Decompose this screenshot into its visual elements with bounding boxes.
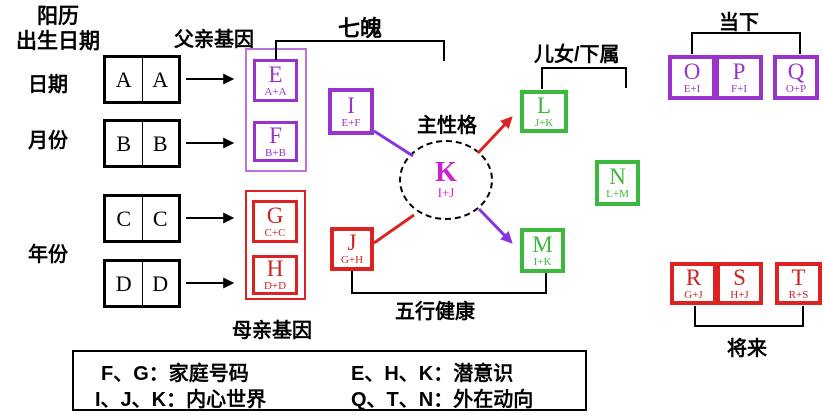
node-F: F B+B — [253, 121, 298, 162]
domino-day-cell-2: A — [141, 58, 179, 101]
node-K: K I+J — [399, 140, 493, 220]
node-F-letter: F — [269, 122, 282, 148]
label-present: 当下 — [719, 12, 759, 34]
node-T-formula: R+S — [788, 288, 809, 301]
node-G-letter: G — [266, 202, 284, 228]
label-future: 将来 — [727, 338, 767, 360]
node-E: E A+A — [253, 59, 298, 102]
arrow-k-to-m — [477, 207, 513, 244]
label-children-subordinates: 儿女/下属 — [534, 44, 620, 66]
node-O-formula: E+I — [683, 82, 701, 95]
node-M-formula: I+K — [533, 255, 552, 268]
node-O-letter: O — [683, 58, 701, 84]
domino-year-2: D D — [103, 259, 181, 308]
node-E-formula: A+A — [264, 85, 287, 98]
node-Q-letter: Q — [787, 58, 805, 84]
node-H-formula: D+D — [263, 280, 287, 292]
node-O: O E+I — [668, 55, 716, 100]
domino-month-cell-1: B — [116, 130, 132, 156]
node-S: S H+J — [716, 262, 763, 305]
domino-year2-cell-2: D — [141, 262, 179, 305]
label-solar-birth-date: 阳历 出生日期 — [6, 4, 110, 54]
node-I-formula: E+F — [341, 116, 361, 129]
legend-subconscious: E、H、K：潜意识 — [351, 363, 514, 385]
legend-family-number: F、G：家庭号码 — [101, 363, 249, 385]
node-K-formula: I+J — [437, 185, 455, 200]
domino-day-cell-1: A — [115, 66, 132, 92]
legend-external-trend: Q、T、N：外在动向 — [351, 389, 534, 411]
node-G-formula: C+C — [264, 226, 286, 239]
label-birth-date: 出生日期 — [16, 30, 100, 53]
node-E-letter: E — [268, 61, 283, 87]
node-J-formula: G+H — [340, 254, 364, 266]
legend-box: F、G：家庭号码 E、H、K：潜意识 I、J、K：内心世界 Q、T、N：外在动向 — [72, 350, 587, 411]
node-M: M I+K — [520, 228, 565, 273]
node-T: T R+S — [775, 262, 822, 305]
node-N: N L+M — [595, 160, 640, 206]
node-R-letter: R — [685, 264, 702, 290]
domino-year1-cell-2: C — [141, 197, 179, 240]
bracket-five-elements-health — [351, 271, 547, 294]
label-father-gene: 父亲基因 — [174, 29, 254, 51]
node-N-formula: L+M — [606, 188, 629, 200]
node-S-formula: H+J — [730, 288, 749, 301]
arrow-k-to-l — [476, 116, 513, 155]
label-main-personality: 主性格 — [417, 115, 477, 137]
node-I-letter: I — [347, 92, 355, 118]
node-R-formula: G+J — [684, 288, 703, 301]
bracket-present — [691, 32, 801, 54]
label-calendar-type: 阳历 — [37, 5, 79, 28]
label-day: 日期 — [28, 74, 68, 96]
legend-inner-world: I、J、K：内心世界 — [95, 389, 267, 411]
node-L-letter: L — [536, 92, 552, 118]
node-S-letter: S — [733, 264, 746, 290]
node-R: R G+J — [670, 262, 717, 305]
node-K-letter: K — [435, 157, 457, 188]
node-J-letter: J — [347, 230, 357, 255]
node-Q-formula: O+P — [785, 82, 807, 95]
label-mother-gene: 母亲基因 — [232, 320, 312, 342]
node-L: L J+K — [520, 90, 568, 133]
node-P: P F+I — [715, 55, 763, 100]
line-j-to-k — [373, 213, 415, 245]
domino-month: B B — [103, 119, 181, 168]
line-i-to-k — [373, 129, 414, 158]
domino-year-1: C C — [103, 194, 181, 243]
bracket-children-subordinates — [541, 67, 627, 89]
node-H: H D+D — [252, 255, 298, 295]
node-P-letter: P — [732, 58, 746, 84]
node-H-letter: H — [266, 256, 284, 281]
node-I: I E+F — [328, 88, 374, 135]
domino-year2-cell-1: D — [115, 270, 132, 296]
node-P-formula: F+I — [731, 82, 747, 95]
label-five-elements-health: 五行健康 — [395, 301, 475, 323]
node-N-letter: N — [609, 164, 626, 189]
domino-month-cell-2: B — [141, 122, 179, 165]
node-L-formula: J+K — [534, 116, 554, 129]
node-T-letter: T — [791, 264, 806, 290]
label-seven-po: 七魄 — [338, 16, 383, 41]
label-month: 月份 — [28, 130, 68, 152]
label-year: 年份 — [28, 244, 68, 266]
node-M-letter: M — [532, 231, 553, 257]
domino-day: A A — [103, 55, 181, 104]
bracket-future — [694, 306, 804, 327]
node-Q: Q O+P — [773, 55, 819, 100]
node-J: J G+H — [330, 227, 374, 271]
node-F-formula: B+B — [265, 146, 286, 159]
domino-year1-cell-1: C — [116, 205, 132, 231]
node-G: G C+C — [252, 200, 298, 243]
